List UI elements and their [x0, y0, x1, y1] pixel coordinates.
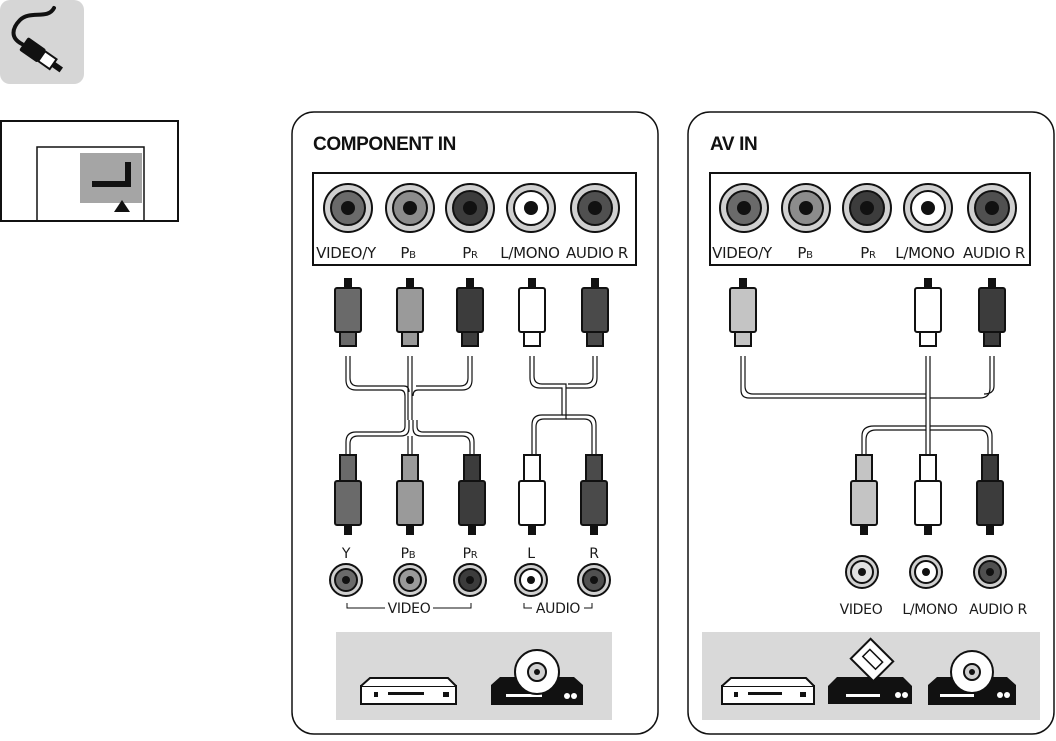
av-lower-plugs	[850, 454, 1004, 535]
av-jack-label-l-mono: L/MONO	[895, 244, 954, 262]
av-panel: AV IN VIDEO/Y PB PR L/MONO AUDIO R	[687, 111, 1055, 735]
av-upper-plugs	[729, 278, 1006, 347]
dvd-player-icon	[721, 677, 815, 705]
dvd-player-icon	[360, 677, 457, 705]
group-label-audio: AUDIO	[536, 601, 581, 617]
av-device-label-l-mono: L/MONO	[902, 602, 958, 618]
group-label-video: VIDEO	[388, 601, 431, 617]
av-panel-title: AV IN	[710, 134, 757, 155]
component-device-tray	[336, 632, 612, 720]
av-jack-label-audio-r: AUDIO R	[963, 244, 1025, 262]
av-jack-label-pr: PR	[860, 244, 876, 262]
av-device-label-audio-r: AUDIO R	[969, 602, 1027, 618]
component-panel-title: COMPONENT IN	[313, 134, 456, 155]
av-jack-row	[719, 183, 1017, 233]
component-panel: COMPONENT IN	[291, 111, 659, 735]
jack-label-pb: PB	[400, 244, 416, 262]
component-lower-plugs	[334, 454, 608, 535]
av-jack-label-video-y: VIDEO/Y	[712, 244, 773, 262]
device-label-r: R	[589, 546, 599, 562]
jack-label-pr: PR	[462, 244, 478, 262]
jack-l-mono	[506, 183, 556, 233]
component-cables	[345, 356, 598, 455]
jack-label-video-y: VIDEO/Y	[316, 244, 377, 262]
jack-label-l-mono: L/MONO	[500, 244, 559, 262]
device-label-y: Y	[341, 546, 351, 562]
av-jack-label-pb: PB	[797, 244, 813, 262]
av-device-jacks	[845, 555, 1007, 589]
tv-side-panel-icon	[0, 120, 179, 222]
jack-video-y	[323, 183, 373, 233]
device-label-pb: PB	[401, 546, 416, 562]
component-device-jacks	[329, 563, 611, 597]
av-device-label-video: VIDEO	[840, 602, 883, 618]
component-upper-plugs	[334, 278, 609, 347]
jack-pb	[385, 183, 435, 233]
disc-player-icon	[491, 649, 583, 705]
vcr-icon	[828, 637, 912, 704]
component-jack-row	[323, 183, 620, 233]
device-label-l: L	[527, 546, 535, 562]
jack-label-audio-r: AUDIO R	[566, 244, 628, 262]
jack-pr	[445, 183, 495, 233]
av-cables	[740, 356, 995, 455]
cable-icon	[0, 0, 84, 84]
jack-audio-r	[570, 183, 620, 233]
device-label-pr: PR	[463, 546, 478, 562]
disc-player-icon	[928, 650, 1016, 705]
